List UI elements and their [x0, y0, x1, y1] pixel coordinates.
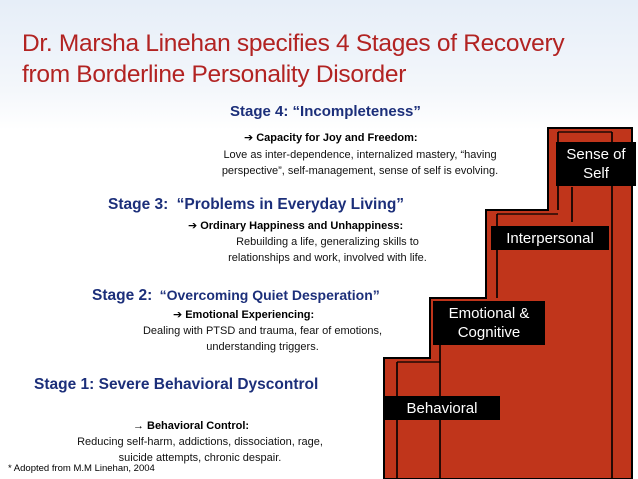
- stage-3-subheading: ➔Ordinary Happiness and Unhappiness:: [188, 219, 403, 232]
- stage-4-subheading: ➔Capacity for Joy and Freedom:: [244, 131, 418, 144]
- slide-title: Dr. Marsha Linehan specifies 4 Stages of…: [22, 28, 622, 90]
- stage-2-name: “Overcoming Quiet Desperation”: [159, 287, 380, 303]
- stage-3-heading: Stage 3: “Problems in Everyday Living”: [108, 196, 404, 214]
- label-behavioral-text: Behavioral: [406, 399, 478, 417]
- stage-1-desc-line-1: Reducing self-harm, addictions, dissocia…: [77, 436, 323, 448]
- stage-1-subheading-text: Behavioral Control:: [147, 420, 250, 432]
- stage-3-name: “Problems in Everyday Living”: [176, 196, 405, 213]
- header-gradient-band: [0, 0, 638, 130]
- label-sense-of-self: Sense of Self: [556, 142, 636, 186]
- label-sense-line-2: Self: [583, 165, 609, 182]
- stage-2-desc-line-2: understanding triggers.: [206, 341, 319, 353]
- label-emotional-line-1: Emotional &: [448, 305, 530, 322]
- stage-3-desc-line-1: Rebuilding a life, generalizing skills t…: [236, 236, 419, 248]
- label-interpersonal: Interpersonal: [491, 226, 609, 250]
- stage-1-heading-text: Stage 1: Severe Behavioral Dyscontrol: [34, 376, 319, 393]
- stage-2-heading: Stage 2: “Overcoming Quiet Desperation”: [92, 287, 380, 305]
- stage-4-prefix: Stage 4:: [230, 103, 289, 120]
- label-sense-line-1: Sense of: [566, 146, 626, 163]
- stage-4-heading: Stage 4: “Incompleteness”: [230, 103, 421, 120]
- stage-1-desc-line-2: suicide attempts, chronic despair.: [118, 452, 282, 464]
- stage-2-description: Dealing with PTSD and trauma, fear of em…: [120, 323, 405, 355]
- label-interpersonal-text: Interpersonal: [506, 229, 594, 247]
- label-emotional-line-2: Cognitive: [457, 324, 521, 341]
- title-line-1: Dr. Marsha Linehan specifies 4 Stages of…: [22, 30, 565, 57]
- stage-4-name: “Incompleteness”: [292, 103, 421, 120]
- stage-2-subheading-text: Emotional Experiencing:: [185, 309, 315, 321]
- stage-2-desc-line-1: Dealing with PTSD and trauma, fear of em…: [142, 325, 383, 337]
- arrow-right-icon: ➔: [244, 132, 254, 144]
- title-line-2: from Borderline Personality Disorder: [22, 61, 407, 88]
- arrow-right-icon: ➔: [188, 220, 198, 232]
- arrow-right-icon: ➔: [173, 309, 183, 321]
- footnote: * Adopted from M.M Linehan, 2004: [8, 463, 155, 474]
- stage-4-desc-line-1: Love as inter-dependence, internalized m…: [223, 149, 497, 161]
- stage-4-subheading-text: Capacity for Joy and Freedom:: [256, 132, 418, 144]
- stage-1-subheading: →Behavioral Control:: [133, 420, 249, 432]
- stage-3-prefix: Stage 3:: [108, 196, 169, 213]
- arrow-right-icon: →: [133, 420, 144, 432]
- label-behavioral: Behavioral: [384, 396, 500, 420]
- label-emotional-cognitive: Emotional & Cognitive: [433, 301, 545, 345]
- stage-2-subheading: ➔Emotional Experiencing:: [173, 308, 314, 321]
- stage-4-desc-line-2: perspective”, self-management, sense of …: [221, 165, 499, 177]
- stage-3-subheading-text: Ordinary Happiness and Unhappiness:: [200, 220, 404, 232]
- stage-1-description: Reducing self-harm, addictions, dissocia…: [50, 434, 350, 466]
- stage-1-heading: Stage 1: Severe Behavioral Dyscontrol: [34, 376, 318, 394]
- stage-3-desc-line-2: relationships and work, involved with li…: [228, 252, 427, 264]
- stage-3-description: Rebuilding a life, generalizing skills t…: [200, 234, 455, 266]
- stage-4-description: Love as inter-dependence, internalized m…: [200, 147, 520, 179]
- stage-2-prefix: Stage 2:: [92, 287, 153, 304]
